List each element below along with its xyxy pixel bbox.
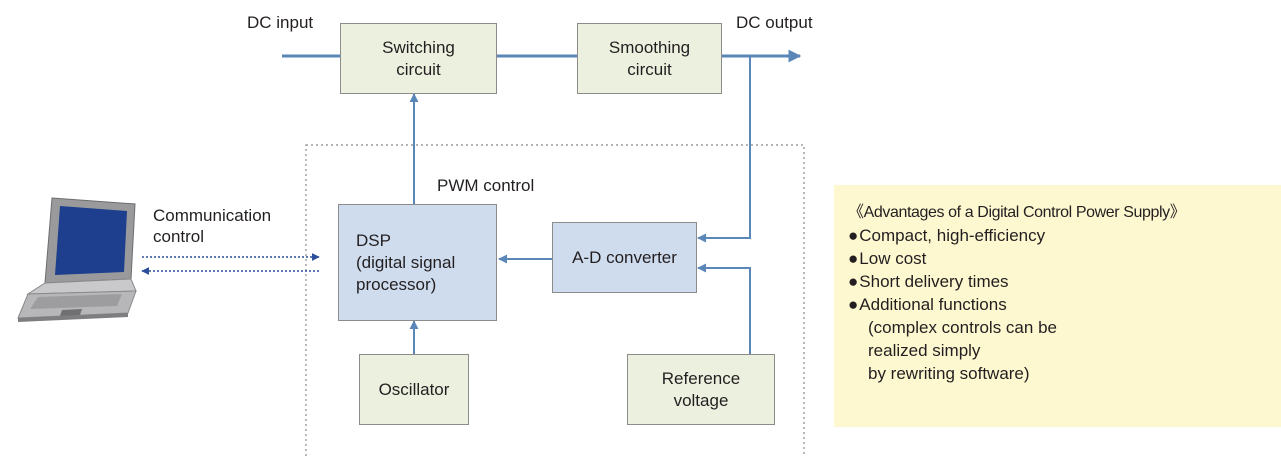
communication-control-label: Communication control xyxy=(153,206,272,246)
advantages-panel: 《Advantages of a Digital Control Power S… xyxy=(834,185,1281,427)
smoothing-circuit-block: Smoothing circuit xyxy=(577,23,722,94)
switching-circuit-block: Switching circuit xyxy=(340,23,497,94)
laptop-icon xyxy=(17,197,137,322)
bullet-icon: ● xyxy=(848,226,859,245)
feedback-line xyxy=(697,57,751,243)
advantage-item: ●Low cost xyxy=(848,247,1281,270)
ad-converter-block: A-D converter xyxy=(552,222,697,293)
dsp-block: DSP (digital signal processor) xyxy=(338,204,497,321)
advantage-detail-line: realized simply xyxy=(868,341,981,360)
reference-voltage-label: Reference voltage xyxy=(661,368,741,410)
reference-voltage-block: Reference voltage xyxy=(627,354,775,425)
advantage-detail-line: by rewriting software) xyxy=(868,364,1030,383)
oscillator-label: Oscillator xyxy=(378,379,450,399)
advantage-text: Low cost xyxy=(859,249,927,268)
pwm-control-label: PWM control xyxy=(437,176,535,195)
advantage-detail-line: (complex controls can be xyxy=(868,318,1057,337)
advantage-text: Additional functions xyxy=(859,295,1007,314)
oscillator-block: Oscillator xyxy=(359,354,469,425)
control-boundary xyxy=(305,144,805,456)
advantage-item: ●Short delivery times xyxy=(848,270,1281,293)
advantage-item: ●Compact, high-efficiency xyxy=(848,224,1281,247)
bullet-icon: ● xyxy=(848,295,859,314)
smoothing-circuit-label: Smoothing circuit xyxy=(608,37,691,79)
dsp-label: DSP (digital signal processor) xyxy=(356,230,456,294)
advantage-item: ●Additional functions xyxy=(848,293,1281,316)
bullet-icon: ● xyxy=(848,272,859,291)
switching-circuit-label: Switching circuit xyxy=(382,37,455,79)
advantages-title: 《Advantages of a Digital Control Power S… xyxy=(848,204,1186,221)
reference-line xyxy=(697,263,751,354)
advantage-text: Compact, high-efficiency xyxy=(859,226,1046,245)
dc-input-label: DC input xyxy=(247,13,314,32)
dc-output-label: DC output xyxy=(736,13,813,32)
bullet-icon: ● xyxy=(848,249,859,268)
ad-converter-label: A-D converter xyxy=(572,247,677,267)
advantage-text: Short delivery times xyxy=(859,272,1009,291)
